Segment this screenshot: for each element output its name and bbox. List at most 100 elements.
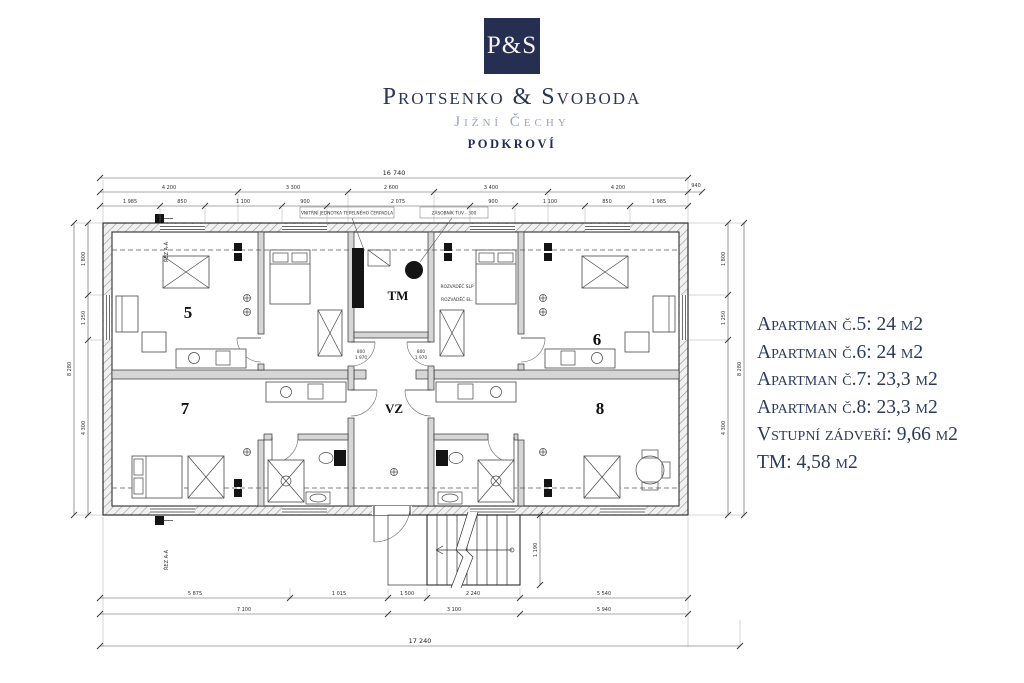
dim-label: 1 250 <box>721 311 727 325</box>
shower-drain <box>280 475 292 487</box>
plan-notes: VNITŘNÍ JEDNOTKA TEPELNÉHO ČERPADLA ZÁSO… <box>299 206 489 361</box>
door-width-note: 800 <box>417 349 425 355</box>
kitchen-counter <box>435 381 517 403</box>
legend-apartman-5: Apartman č.5: 24 m2 <box>757 314 924 335</box>
dim-label: 4 200 <box>162 185 176 191</box>
dim-label: 5 540 <box>597 591 611 597</box>
chimney-block <box>352 248 364 308</box>
dim-label: 2 075 <box>391 199 405 205</box>
room-8-label: 8 <box>596 399 605 418</box>
chair <box>661 461 671 479</box>
dim-label: 3 400 <box>484 185 498 191</box>
room-7-label: 7 <box>181 399 190 418</box>
door-width-note: 800 <box>357 349 365 355</box>
dim-label: 4 200 <box>611 185 625 191</box>
section-label-top: ŘEZ A-Á <box>162 241 170 262</box>
radiator-symbols <box>243 294 547 476</box>
doors <box>236 337 546 543</box>
section-markers: ŘEZ A-Á ŘEZ A-Á <box>155 214 173 570</box>
washbasin <box>305 491 331 505</box>
hob <box>457 383 474 400</box>
dim-top: 16 740 4 200 3 300 2 600 3 400 4 200 940… <box>96 169 706 222</box>
sink <box>490 386 502 398</box>
stair-landing <box>387 514 428 586</box>
brand-region: Jižní Čechy <box>454 114 570 130</box>
dim-label: 850 <box>602 199 612 205</box>
dim-left: 1 800 1 250 4 300 8 280 <box>67 219 103 519</box>
section-label-bottom: ŘEZ A-Á <box>162 549 170 570</box>
dim-label: 3 300 <box>286 185 300 191</box>
dim-label: 2 600 <box>384 185 398 191</box>
bed <box>475 249 517 305</box>
dim-label: 850 <box>177 199 187 205</box>
room-labels: 5 6 7 8 VZ <box>181 303 605 418</box>
sofa <box>115 295 139 333</box>
dim-label: 2 240 <box>466 591 480 597</box>
room-6-label: 6 <box>593 330 602 349</box>
room-5-label: 5 <box>184 303 193 322</box>
dim-label: 1 500 <box>400 591 414 597</box>
round-table <box>635 455 665 485</box>
brand-header: P&S Protsenko & Svoboda Jižní Čechy Podk… <box>0 0 1024 152</box>
door-height-note: 1 970 <box>415 355 428 361</box>
dim-label: 1 985 <box>652 199 666 205</box>
staircase <box>387 511 521 589</box>
toilet-bowl <box>318 452 334 464</box>
dim-right: 1 800 1 250 4 300 8 280 <box>689 219 748 519</box>
hob <box>307 383 324 400</box>
table <box>141 331 167 353</box>
dim-label: 1 800 <box>81 252 87 266</box>
sink <box>280 386 292 398</box>
kitchen-counter <box>265 381 347 403</box>
table <box>624 331 650 353</box>
dim-label: 1 190 <box>533 543 539 557</box>
brand-level: Podkroví <box>467 137 557 151</box>
dim-label: 5 875 <box>188 591 202 597</box>
dim-label: 1 800 <box>721 252 727 266</box>
panel-slp-note: ROZVÁDĚČ SLP <box>440 282 473 290</box>
bed <box>269 249 311 305</box>
dim-bottom: 5 875 1 015 1 500 2 240 5 540 7 100 3 10… <box>96 511 744 650</box>
toilet-tank <box>334 450 346 466</box>
brand-company: Protsenko & Svoboda <box>382 84 642 110</box>
area-legend: Apartman č.5: 24 m2 Apartman č.6: 24 m2 … <box>757 311 1017 476</box>
dim-label: 4 300 <box>721 421 727 435</box>
kitchen-counter <box>544 348 616 369</box>
sink <box>591 352 603 364</box>
sofa <box>652 295 676 333</box>
toilet-bowl <box>448 452 464 464</box>
legend-apartman-7: Apartman č.7: 23,3 m2 <box>757 369 938 390</box>
legend-zadveri: Vstupní zádveří: 9,66 m2 <box>757 424 958 445</box>
room-tm-label: TM <box>388 288 409 303</box>
shower-drain <box>490 475 502 487</box>
dim-label: 4 300 <box>81 421 87 435</box>
heat-pump-unit <box>367 249 391 267</box>
hob <box>560 350 576 366</box>
windows <box>103 224 688 515</box>
dim-label: 5 940 <box>597 607 611 613</box>
dim-label: 1 100 <box>543 199 557 205</box>
dim-left-total: 8 280 <box>67 362 73 376</box>
dim-right-total: 8 280 <box>737 362 743 376</box>
kitchen-counter <box>175 348 247 369</box>
dim-top-total: 16 740 <box>383 169 406 177</box>
bed <box>131 455 183 499</box>
technical-room: TM <box>352 248 423 308</box>
washbasin <box>437 491 463 505</box>
dim-label: 7 100 <box>237 607 251 613</box>
interior-walls <box>111 231 680 507</box>
panel-el-note: ROZVÁDĚČ EL. <box>441 295 473 303</box>
sanitary <box>267 450 515 505</box>
room-vz-label: VZ <box>385 401 403 416</box>
dim-label: 1 015 <box>332 591 346 597</box>
chair <box>641 481 659 491</box>
dim-label: 1 985 <box>123 199 137 205</box>
brand-logo: P&S <box>484 18 540 74</box>
brand-logo-text: P&S <box>486 32 538 59</box>
dim-label: 900 <box>488 199 498 205</box>
sink <box>188 352 200 364</box>
door-height-note: 1 970 <box>355 355 368 361</box>
dim-label: 3 100 <box>447 607 461 613</box>
